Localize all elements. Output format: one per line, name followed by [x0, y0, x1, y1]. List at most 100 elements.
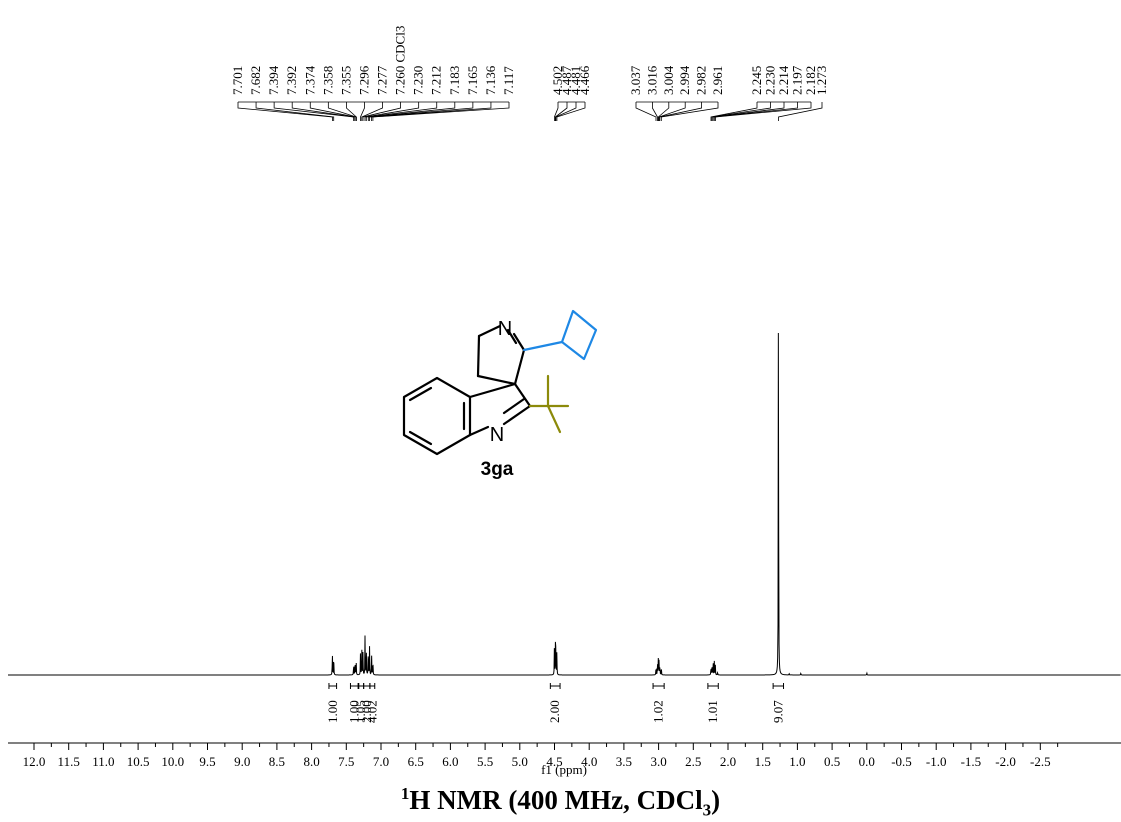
x-tick-label: 9.0	[234, 754, 250, 769]
x-tick-label: 5.0	[512, 754, 528, 769]
peak-connector	[367, 102, 456, 121]
x-tick-label: 11.0	[92, 754, 114, 769]
peak-connector	[556, 102, 586, 121]
peak-label: 3.004	[661, 65, 676, 95]
peak-label: 2.245	[749, 66, 764, 95]
integral-value: 1.00	[325, 700, 340, 723]
x-tick-label: 5.5	[477, 754, 493, 769]
x-tick-label: 10.5	[127, 754, 150, 769]
peak-label: 7.136	[483, 65, 498, 95]
peak-connector	[345, 102, 357, 121]
x-tick-label: 1.0	[789, 754, 805, 769]
compound-label: 3ga	[481, 459, 514, 480]
x-tick-label: 3.5	[616, 754, 632, 769]
peak-connector	[309, 102, 356, 121]
x-tick-label: -2.0	[995, 754, 1016, 769]
imine-n-top: N	[498, 318, 512, 340]
integral-value: 1.01	[705, 700, 720, 723]
integral-5: 2.00	[547, 683, 562, 723]
x-tick-label: 6.0	[442, 754, 458, 769]
integral-7: 1.01	[705, 683, 720, 723]
benzo-ring	[402, 376, 472, 456]
peak-connector	[635, 102, 657, 121]
peak-connector	[291, 102, 355, 121]
title-main: H NMR (400 MHz, CDCl	[409, 785, 703, 815]
peak-label: 2.182	[803, 66, 818, 95]
peak-label: 7.183	[447, 66, 462, 95]
peak-label: 4.487	[559, 65, 574, 95]
peak-label: 7.212	[429, 66, 444, 95]
integral-value: 1.02	[651, 700, 666, 723]
peak-connector	[659, 102, 702, 121]
peak-connector	[652, 102, 658, 121]
integral-value: 2.00	[359, 700, 374, 723]
peak-label: 3.016	[644, 65, 659, 95]
x-tick-label: 0.0	[859, 754, 875, 769]
x-tick-label: 11.5	[58, 754, 80, 769]
title-nucleus-number: 1	[400, 784, 410, 803]
peak-connector	[554, 102, 559, 121]
integral-0: 1.00	[325, 683, 340, 723]
peak-connector	[711, 102, 771, 121]
x-axis-label: f1 (ppm)	[541, 762, 587, 777]
integral-value: 2.00	[547, 700, 562, 723]
peak-connector	[657, 102, 670, 121]
phenyl-group	[522, 309, 598, 361]
peak-label: 4.466	[577, 65, 592, 95]
peak-connector	[255, 102, 335, 121]
peak-label: 2.961	[710, 66, 725, 95]
x-tick-label: 4.5	[546, 754, 562, 769]
integral-value: 1.05	[353, 700, 368, 723]
peak-connector	[660, 102, 719, 121]
peak-connector	[713, 102, 798, 121]
peak-connector	[715, 102, 812, 121]
peak-connector	[361, 102, 383, 121]
chart-title: 1H NMR (400 MHz, CDCl3)	[0, 784, 1121, 820]
peak-connector	[372, 102, 510, 121]
molecule-structure	[402, 324, 532, 456]
x-tick-label: 7.5	[338, 754, 354, 769]
peak-connector	[712, 102, 785, 121]
peak-label: 2.230	[763, 66, 778, 95]
peak-label: 7.260 CDCl3	[393, 26, 408, 95]
x-tick-label: 4.0	[581, 754, 597, 769]
peak-label: 7.165	[465, 66, 480, 95]
peak-label: 4.502	[550, 66, 565, 95]
x-tick-label: -1.0	[926, 754, 947, 769]
tert-butyl-group	[528, 374, 570, 434]
peak-label: 7.277	[375, 65, 390, 95]
integral-8: 9.07	[770, 683, 785, 723]
x-tick-label: 8.0	[303, 754, 319, 769]
peak-label: 7.394	[266, 65, 281, 95]
peak-label: 4.481	[568, 66, 583, 95]
x-tick-label: 2.5	[685, 754, 701, 769]
integral-4: 4.02	[364, 683, 379, 723]
peak-connector	[778, 102, 823, 121]
peak-label: 2.214	[776, 65, 791, 95]
x-tick-label: 10.0	[161, 754, 184, 769]
x-tick-label: -0.5	[891, 754, 912, 769]
peak-label-connectors	[237, 101, 823, 121]
peak-connector	[710, 102, 758, 121]
peak-label: 7.392	[284, 66, 299, 95]
x-tick-label: -2.5	[1030, 754, 1051, 769]
peak-label: 7.230	[411, 66, 426, 95]
peak-label: 7.296	[356, 65, 371, 95]
peak-label: 3.037	[628, 65, 643, 95]
peak-connector	[555, 102, 577, 121]
title-close: )	[711, 785, 721, 815]
peak-connector	[237, 102, 333, 121]
peak-connector	[371, 102, 492, 121]
peak-connector	[658, 102, 686, 121]
integral-value: 1.00	[346, 700, 361, 723]
imine-n-bottom: N	[490, 424, 504, 446]
x-tick-label: 2.0	[720, 754, 736, 769]
spectrum-trace	[8, 333, 1121, 676]
x-tick-label: 3.0	[650, 754, 666, 769]
integral-value: 4.02	[364, 700, 379, 723]
peak-label: 1.273	[814, 66, 829, 95]
